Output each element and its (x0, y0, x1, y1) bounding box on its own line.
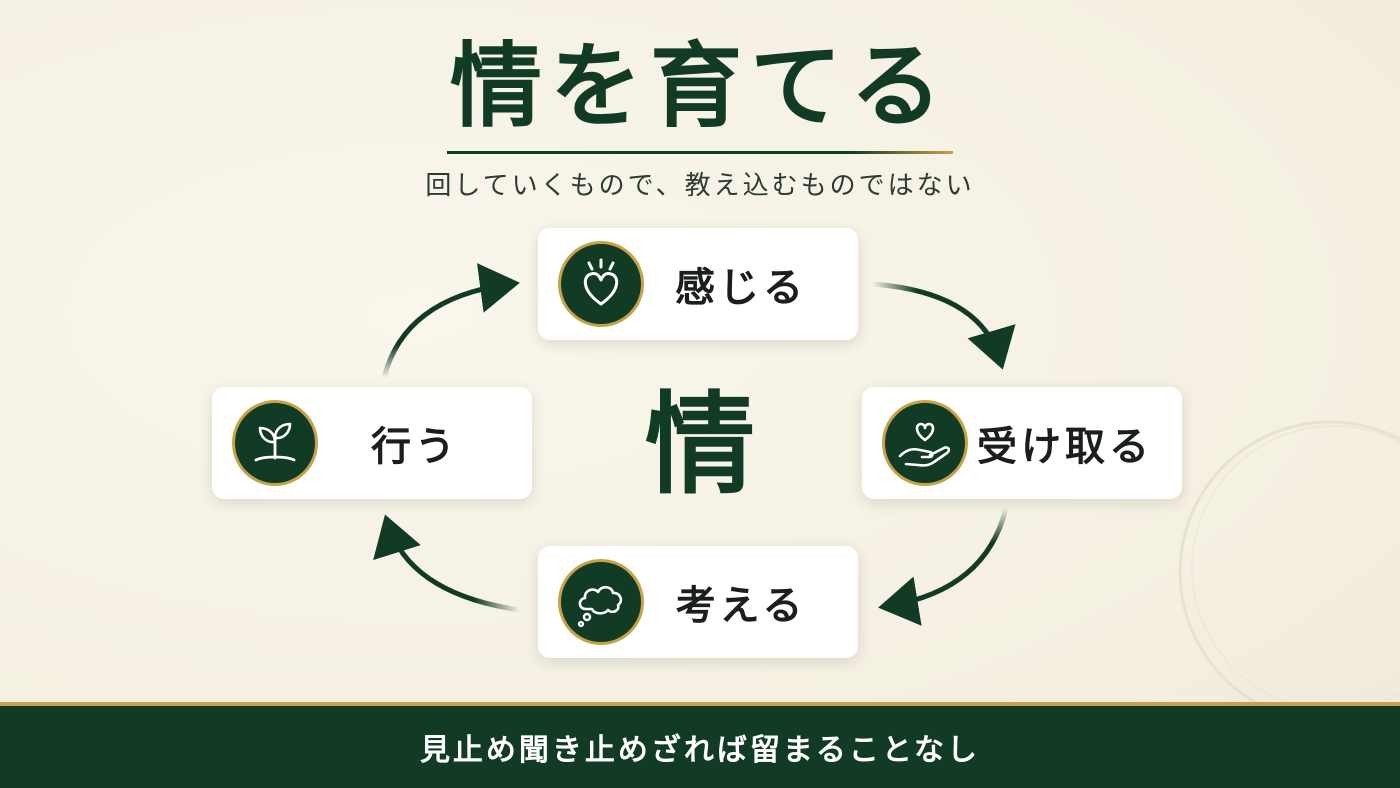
cycle-node-receive-label: 受け取る (977, 424, 1153, 470)
hand-heart-icon (882, 400, 968, 486)
arrow-act-to-feel (381, 263, 520, 379)
cycle-node-act-label: 行う (371, 424, 459, 470)
arrow-feel-to-receive (871, 281, 1016, 370)
page-title: 情を育てる (449, 33, 950, 140)
arrow-receive-to-think (878, 507, 1009, 626)
page-subtitle: 回していくもので、教え込むものではない (425, 171, 975, 201)
cycle-node-feel-label: 感じる (675, 265, 807, 311)
cycle-node-receive: 受け取る (862, 387, 1182, 499)
arrow-think-to-act (373, 514, 521, 613)
thought-cloud-icon (558, 559, 644, 645)
cycle-node-feel: 感じる (538, 228, 858, 340)
cycle-node-think: 考える (538, 546, 858, 658)
sprout-icon (232, 400, 318, 486)
cycle-node-act: 行う (212, 387, 532, 499)
footer-text: 見止め聞き止めざれば留まることなし (419, 733, 981, 768)
center-kanji: 情 (645, 380, 755, 509)
heart-sparkle-icon (558, 241, 644, 327)
cycle-node-think-label: 考える (675, 583, 807, 629)
title-underline (447, 151, 953, 154)
footer-banner: 見止め聞き止めざれば留まることなし (0, 702, 1400, 788)
